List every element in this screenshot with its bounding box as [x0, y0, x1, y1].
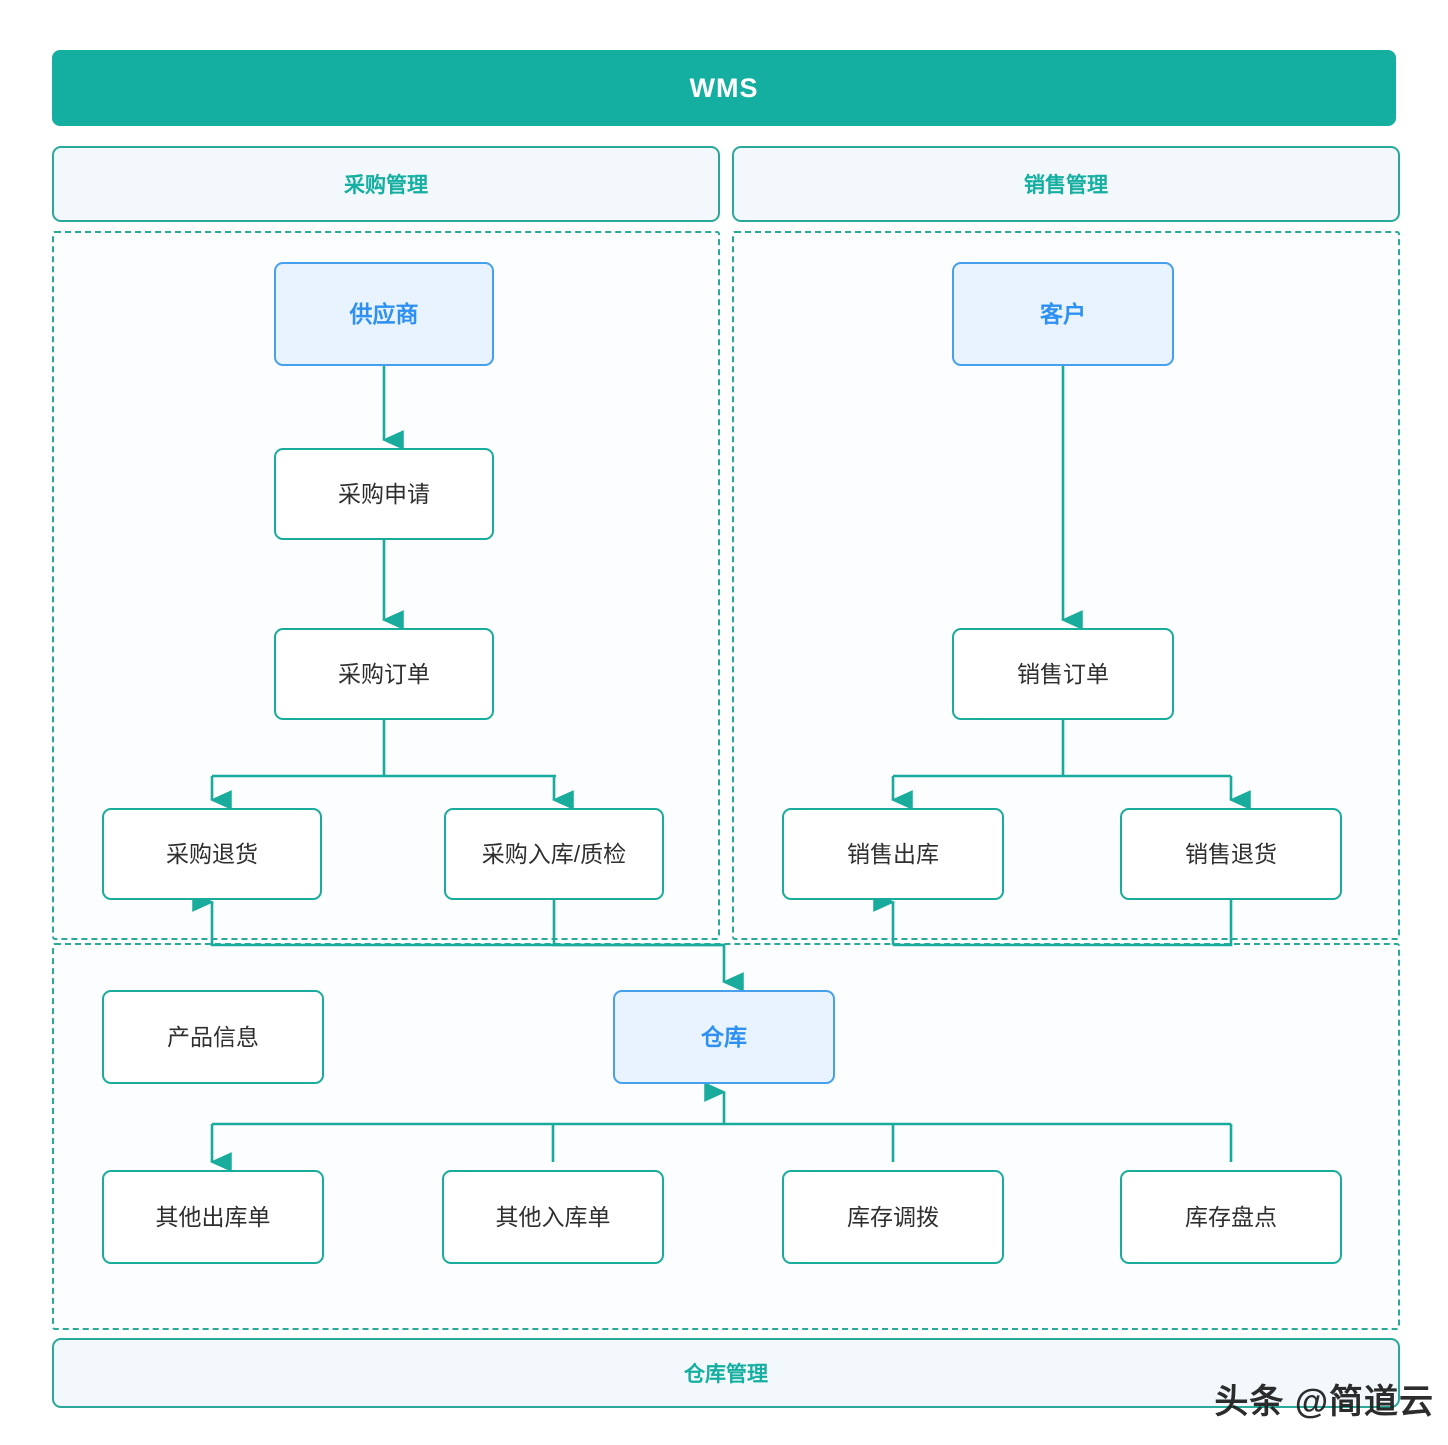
- node-other-outbound-label: 其他出库单: [155, 1203, 271, 1230]
- node-purchase-inbound[interactable]: 采购入库/质检: [444, 808, 664, 900]
- node-stock-transfer[interactable]: 库存调拨: [782, 1170, 1004, 1264]
- node-sales-order[interactable]: 销售订单: [952, 628, 1174, 720]
- node-purchase-return-label: 采购退货: [166, 840, 258, 867]
- section-header-warehouse-label: 仓库管理: [684, 1363, 768, 1386]
- wms-banner: WMS: [52, 50, 1396, 126]
- node-purchase-request[interactable]: 采购申请: [274, 448, 494, 540]
- node-stock-count-label: 库存盘点: [1185, 1203, 1277, 1230]
- node-product-info[interactable]: 产品信息: [102, 990, 324, 1084]
- node-sales-return[interactable]: 销售退货: [1120, 808, 1342, 900]
- node-other-inbound[interactable]: 其他入库单: [442, 1170, 664, 1264]
- node-product-info-label: 产品信息: [167, 1023, 259, 1050]
- node-purchase-inbound-label: 采购入库/质检: [481, 840, 627, 867]
- node-purchase-order-label: 采购订单: [338, 660, 430, 687]
- node-customer-label: 客户: [1040, 300, 1086, 327]
- node-customer[interactable]: 客户: [952, 262, 1174, 366]
- node-warehouse[interactable]: 仓库: [613, 990, 835, 1084]
- node-stock-transfer-label: 库存调拨: [847, 1203, 939, 1230]
- section-header-sales: 销售管理: [732, 146, 1400, 222]
- banner-title: WMS: [689, 72, 759, 103]
- section-header-sales-label: 销售管理: [1024, 174, 1108, 197]
- node-stock-count[interactable]: 库存盘点: [1120, 1170, 1342, 1264]
- node-purchase-return[interactable]: 采购退货: [102, 808, 322, 900]
- node-other-inbound-label: 其他入库单: [495, 1203, 611, 1230]
- node-supplier-label: 供应商: [349, 300, 419, 327]
- watermark: 头条 @简道云: [1214, 1383, 1434, 1421]
- node-sales-return-label: 销售退货: [1185, 840, 1277, 867]
- section-header-purchase-label: 采购管理: [344, 174, 428, 197]
- node-supplier[interactable]: 供应商: [274, 262, 494, 366]
- node-other-outbound[interactable]: 其他出库单: [102, 1170, 324, 1264]
- node-purchase-order[interactable]: 采购订单: [274, 628, 494, 720]
- node-sales-order-label: 销售订单: [1017, 660, 1109, 687]
- node-purchase-request-label: 采购申请: [338, 480, 430, 507]
- section-header-warehouse: 仓库管理: [52, 1338, 1400, 1408]
- section-header-purchase: 采购管理: [52, 146, 720, 222]
- node-sales-outbound-label: 销售出库: [847, 840, 939, 867]
- node-sales-outbound[interactable]: 销售出库: [782, 808, 1004, 900]
- node-warehouse-label: 仓库: [701, 1023, 747, 1050]
